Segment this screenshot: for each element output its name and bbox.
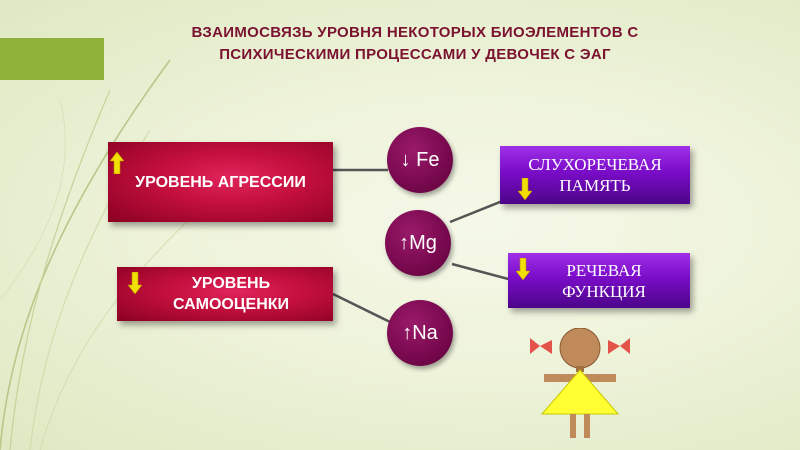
auditory-memory-box: СЛУХОРЕЧЕВАЯ ПАМЯТЬ	[500, 146, 690, 204]
connector-mg-speech	[451, 262, 513, 282]
auditory-memory-line-1: СЛУХОРЕЧЕВАЯ	[528, 155, 662, 174]
aggression-label: УРОВЕНЬ АГРЕССИИ	[135, 173, 306, 191]
mg-label: ↑Mg	[399, 231, 437, 254]
self-esteem-box: УРОВЕНЬ САМООЦЕНКИ	[117, 267, 333, 321]
speech-function-box: РЕЧЕВАЯ ФУНКЦИЯ	[508, 253, 690, 308]
mg-circle: ↑Mg	[385, 210, 451, 276]
down-arrow-icon	[518, 178, 532, 200]
aggression-box: УРОВЕНЬ АГРЕССИИ	[108, 142, 333, 222]
slide-title: ВЗАИМОСВЯЗЬ УРОВНЯ НЕКОТОРЫХ БИОЭЛЕМЕНТО…	[120, 22, 710, 66]
title-line-2: ПСИХИЧЕСКИМИ ПРОЦЕССАМИ У ДЕВОЧЕК С ЭАГ	[219, 46, 611, 63]
na-label: ↑Na	[402, 321, 438, 344]
self-esteem-line-1: УРОВЕНЬ	[191, 275, 271, 292]
speech-function-label: РЕЧЕВАЯ ФУНКЦИЯ	[552, 260, 646, 302]
title-line-1: ВЗАИМОСВЯЗЬ УРОВНЯ НЕКОТОРЫХ БИОЭЛЕМЕНТО…	[191, 24, 639, 41]
fe-circle: ↓ Fe	[387, 127, 453, 193]
accent-tab	[0, 38, 104, 80]
auditory-memory-label: СЛУХОРЕЧЕВАЯ ПАМЯТЬ	[528, 154, 661, 196]
connector-selfesteem-na	[332, 292, 391, 324]
self-esteem-label: УРОВЕНЬ САМООЦЕНКИ	[161, 273, 289, 315]
fe-label: ↓ Fe	[400, 148, 440, 171]
speech-function-line-1: РЕЧЕВАЯ	[566, 260, 642, 280]
self-esteem-line-2: САМООЦЕНКИ	[172, 296, 290, 313]
auditory-memory-line-2: ПАМЯТЬ	[559, 176, 631, 195]
girl-figure-icon	[530, 328, 630, 438]
down-arrow-icon	[516, 258, 530, 280]
na-circle: ↑Na	[387, 300, 453, 366]
up-arrow-icon	[110, 152, 124, 174]
down-arrow-icon	[128, 272, 142, 294]
speech-function-line-2: ФУНКЦИЯ	[562, 281, 646, 301]
